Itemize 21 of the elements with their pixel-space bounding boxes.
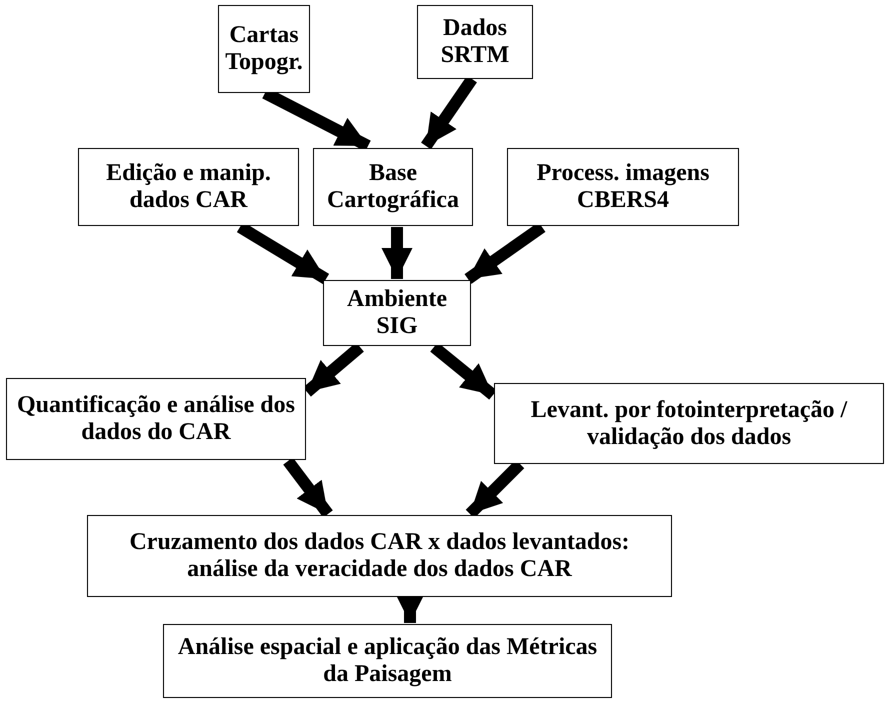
box-label: Levant. por fotointerpretação / validação dos dados	[530, 396, 848, 450]
box-label: Base Cartográfica	[326, 160, 460, 214]
box-label: Dados SRTM	[440, 15, 510, 69]
box-label: Cruzamento dos dados CAR x dados levantados: análise da veracidade dos dados CAR	[128, 529, 631, 583]
process-box	[494, 383, 884, 464]
box-label: Cartas Topogr.	[225, 22, 303, 76]
box-label: Ambiente SIG	[346, 286, 448, 340]
box-label: Edição e manip. dados CAR	[105, 160, 272, 214]
process-box	[323, 280, 471, 346]
process-box	[87, 515, 672, 597]
box-label: Process. imagens CBERS4	[536, 160, 710, 214]
box-label: Análise espacial e aplicação das Métricas da Paisagem	[176, 634, 598, 688]
process-box	[78, 148, 299, 226]
process-box	[218, 5, 310, 93]
process-box	[163, 624, 612, 698]
arrow	[381, 227, 413, 279]
process-box	[507, 148, 739, 226]
box-label: Quantificação e análise dos dados do CAR	[16, 392, 296, 446]
process-box	[313, 148, 473, 226]
process-box	[417, 5, 533, 79]
process-box	[6, 378, 306, 460]
